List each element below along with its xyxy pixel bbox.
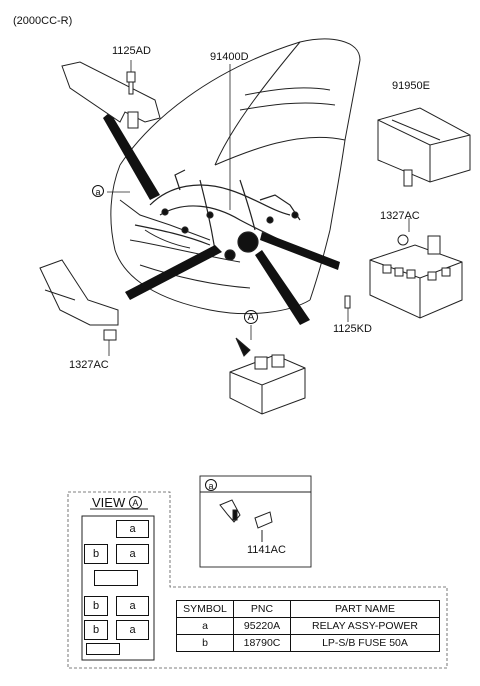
- fuse-slot: b: [84, 620, 108, 640]
- detail-a-circle-icon: a: [205, 479, 217, 491]
- fuse-slot-blank: [94, 570, 138, 586]
- header-pnc: PNC: [233, 600, 291, 618]
- cell-symbol: b: [176, 634, 234, 652]
- view-a-marker: A: [244, 310, 258, 324]
- fuse-slot: a: [116, 620, 149, 640]
- fuse-slot: a: [116, 596, 149, 616]
- callout-91400d: 91400D: [210, 51, 249, 63]
- fuse-slot: a: [116, 520, 149, 538]
- cell-part-name: LP-S/B FUSE 50A: [290, 634, 440, 652]
- callout-a-marker: a: [92, 185, 104, 198]
- a-view-circle-icon: A: [244, 310, 258, 324]
- table-row: a 95220A RELAY ASSY-POWER: [176, 617, 440, 635]
- a-circle-icon: a: [92, 185, 104, 197]
- table-row: b 18790C LP-S/B FUSE 50A: [176, 634, 440, 652]
- detail-a-part: 1141AC: [247, 544, 286, 556]
- cell-part-name: RELAY ASSY-POWER: [290, 617, 440, 635]
- header-part-name: PART NAME: [290, 600, 440, 618]
- callout-1327ac-right: 1327AC: [380, 210, 420, 222]
- cell-pnc: 95220A: [233, 617, 291, 635]
- callout-1327ac-left: 1327AC: [69, 359, 109, 371]
- callout-91950e: 91950E: [392, 80, 430, 92]
- table-header-row: SYMBOL PNC PART NAME: [176, 600, 440, 618]
- fuse-slot: b: [84, 596, 108, 616]
- fuse-slot: b: [84, 544, 108, 564]
- fuse-slot-blank: [86, 643, 120, 655]
- callout-1125ad: 1125AD: [112, 45, 151, 57]
- header-symbol: SYMBOL: [176, 600, 234, 618]
- parts-table: SYMBOL PNC PART NAME a 95220A RELAY ASSY…: [176, 600, 440, 652]
- view-title: VIEW A: [92, 496, 142, 509]
- fuse-slot: a: [116, 544, 149, 564]
- view-marker-icon: A: [128, 496, 142, 509]
- cell-pnc: 18790C: [233, 634, 291, 652]
- detail-a-marker: a: [205, 479, 217, 492]
- variant-label: (2000CC-R): [13, 15, 73, 27]
- cell-symbol: a: [176, 617, 234, 635]
- view-title-text: VIEW: [92, 495, 126, 510]
- callout-1125kd: 1125KD: [333, 323, 372, 335]
